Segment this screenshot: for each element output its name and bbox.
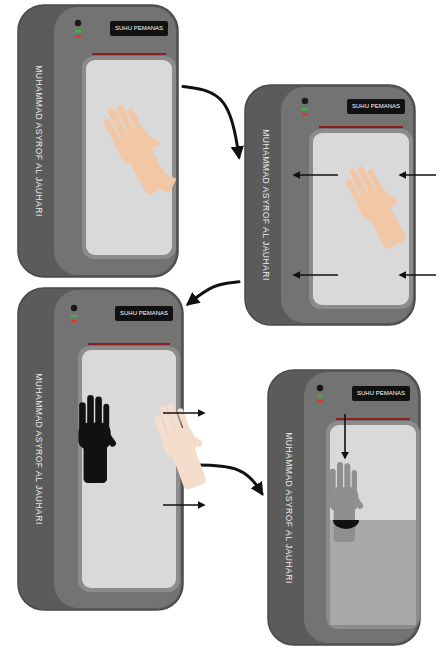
heater-strip bbox=[92, 53, 166, 55]
heater-strip bbox=[88, 343, 170, 345]
housing-front bbox=[54, 7, 176, 275]
display-label: SUHU PEMANAS bbox=[110, 21, 168, 36]
housing-side bbox=[18, 288, 183, 610]
sensor bbox=[75, 20, 81, 26]
glass-panel bbox=[82, 350, 176, 588]
panel-frame bbox=[82, 56, 176, 259]
motion-arrows bbox=[163, 413, 204, 505]
status-led bbox=[71, 320, 77, 323]
wiper-mark bbox=[333, 520, 359, 529]
step-arrow bbox=[183, 87, 239, 157]
device-housing: SUHU PEMANAS MUHAMMAD ASYROF AL JAUHARI bbox=[18, 5, 178, 277]
motion-arrow bbox=[344, 414, 346, 458]
side-inscription: MUHAMMAD ASYROF AL JAUHARI bbox=[34, 65, 44, 217]
sensor bbox=[317, 385, 323, 391]
status-led bbox=[71, 315, 77, 318]
step-arrow bbox=[188, 282, 239, 304]
arm bbox=[142, 165, 176, 193]
heater-strip bbox=[336, 418, 410, 420]
housing-front bbox=[304, 372, 418, 643]
side-inscription: MUHAMMAD ASYROF AL JAUHARI bbox=[284, 432, 294, 584]
heater-strip bbox=[319, 126, 403, 128]
glass-panel bbox=[330, 425, 416, 625]
panel-frame bbox=[326, 421, 420, 629]
device-housing: SUHU PEMANAS MUHAMMAD ASYROF AL JAUHARI bbox=[18, 288, 183, 610]
housing-side bbox=[18, 5, 178, 277]
step-arrow bbox=[188, 465, 262, 494]
sensor bbox=[302, 98, 308, 104]
side-inscription: MUHAMMAD ASYROF AL JAUHARI bbox=[261, 129, 271, 281]
panel-frame bbox=[309, 129, 413, 309]
housing-front bbox=[281, 87, 413, 323]
hand-illustration bbox=[150, 396, 217, 492]
status-led bbox=[317, 400, 323, 403]
device-housing: SUHU PEMANAS MUHAMMAD ASYROF AL JAUHARI bbox=[268, 370, 420, 645]
housing-side bbox=[245, 85, 415, 325]
hand-illustration bbox=[341, 157, 417, 253]
display-label: SUHU PEMANAS bbox=[347, 99, 405, 114]
status-led bbox=[75, 30, 81, 33]
status-led bbox=[317, 395, 323, 398]
side-inscription: MUHAMMAD ASYROF AL JAUHARI bbox=[34, 373, 44, 525]
motion-arrows bbox=[294, 175, 436, 275]
hand-print bbox=[78, 395, 117, 483]
sensor bbox=[71, 305, 77, 311]
device-housing: SUHU PEMANAS MUHAMMAD ASYROF AL JAUHARI bbox=[245, 85, 415, 325]
status-led bbox=[302, 113, 308, 116]
glass-panel bbox=[86, 60, 172, 255]
hand-illustration bbox=[98, 95, 180, 199]
status-led bbox=[75, 35, 81, 38]
lower-panel-zone bbox=[330, 520, 416, 625]
panel-frame bbox=[78, 346, 180, 592]
display-label: SUHU PEMANAS bbox=[115, 306, 173, 321]
glass-panel bbox=[313, 133, 409, 305]
display-label: SUHU PEMANAS bbox=[352, 386, 410, 401]
housing-side bbox=[268, 370, 420, 645]
hand-print bbox=[329, 462, 364, 542]
status-led bbox=[302, 108, 308, 111]
housing-front bbox=[54, 290, 181, 608]
